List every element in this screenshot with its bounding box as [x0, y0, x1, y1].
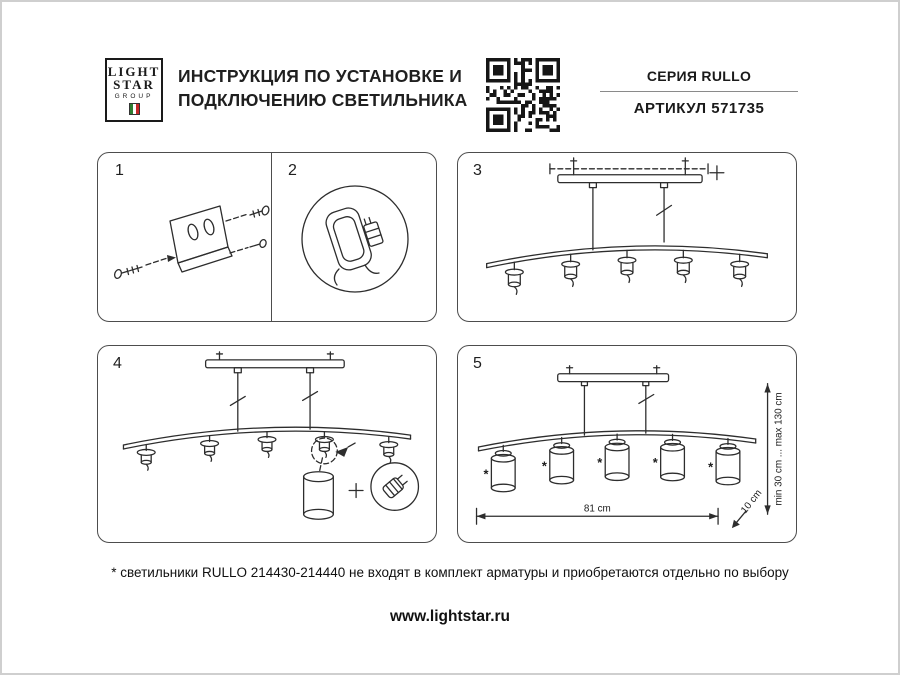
diagram-final-assembly: * * * * * 81 cm min 30 cm ... max 130 cm — [475, 365, 784, 529]
flag-stripe-red — [135, 104, 139, 114]
panel-step-3: 3 — [457, 152, 797, 322]
mounting-bar — [557, 157, 703, 189]
connection-detail-group — [301, 185, 409, 293]
divider-line — [600, 91, 798, 92]
footnote: * светильники RULLO 214430-214440 не вхо… — [111, 565, 789, 580]
series-label: СЕРИЯ RULLO — [646, 68, 752, 84]
shade-asterisk: * — [708, 460, 713, 475]
dim-width-label: 81 cm — [584, 503, 611, 514]
mounting-bar — [204, 351, 345, 374]
panel-step-4: 4 — [97, 345, 437, 543]
diagram-ceiling-installation — [486, 157, 768, 295]
diagram-shade-attachment — [122, 351, 420, 520]
series-article-block: СЕРИЯ RULLO АРТИКУЛ 571735 — [600, 68, 798, 117]
panel-steps-1-2: 1 2 — [97, 152, 437, 322]
lamp-holders — [136, 430, 399, 471]
flag-stripe-green — [129, 104, 133, 114]
qr-code-icon — [486, 58, 560, 132]
logo-word-group: GROUP — [114, 93, 154, 100]
suspension-rods — [583, 384, 655, 436]
step-number-5: 5 — [473, 355, 482, 372]
panel-step-5: 5 — [457, 345, 797, 543]
shade-asterisk: * — [597, 455, 602, 470]
suspension-rods — [592, 186, 673, 251]
page-title: ИНСТРУКЦИЯ ПО УСТАНОВКЕ И ПОДКЛЮЧЕНИЮ СВ… — [178, 64, 468, 112]
connector-detail-circle — [370, 462, 420, 511]
title-line-2: ПОДКЛЮЧЕНИЮ СВЕТИЛЬНИКА — [178, 90, 468, 110]
shade-asterisks: * * * * * — [483, 455, 713, 482]
ceiling-line — [549, 163, 709, 175]
dimension-offset: 10 cm — [731, 488, 764, 529]
step-number-1: 1 — [115, 162, 124, 179]
diagram-wall-connection — [301, 185, 409, 293]
screw-cross-icon — [709, 165, 725, 181]
website-text: www.lightstar.ru — [390, 608, 510, 625]
dimension-height: min 30 cm ... max 130 cm — [764, 382, 784, 515]
title-line-1: ИНСТРУКЦИЯ ПО УСТАНОВКЕ И — [178, 66, 462, 86]
shade-being-attached — [302, 437, 356, 520]
italy-flag-icon — [128, 103, 140, 115]
shade-asterisk: * — [483, 467, 488, 482]
suspension-rods — [229, 372, 319, 432]
article-label: АРТИКУЛ 571735 — [633, 100, 765, 117]
flag-stripe-white — [132, 104, 136, 114]
logo-word-light: LIGHT — [107, 64, 161, 79]
mounting-bracket-group — [113, 205, 270, 280]
mounting-bar — [557, 365, 670, 387]
step-number-4: 4 — [113, 355, 122, 372]
step-number-2: 2 — [288, 162, 297, 179]
logo-word-star: STAR — [113, 77, 155, 92]
shade-asterisk: * — [653, 455, 658, 470]
shade-asterisk: * — [542, 459, 547, 474]
screw-cross-icon — [348, 482, 364, 499]
panel-divider — [271, 153, 272, 321]
dimension-width: 81 cm — [475, 503, 719, 525]
dim-offset-label: 10 cm — [739, 488, 764, 516]
dim-height-label: min 30 cm ... max 130 cm — [773, 392, 784, 505]
diagram-mounting-bracket — [113, 205, 270, 280]
step-number-3: 3 — [473, 162, 482, 179]
spotlights — [504, 249, 750, 295]
lightstar-logo: LIGHT STAR GROUP — [105, 58, 163, 122]
